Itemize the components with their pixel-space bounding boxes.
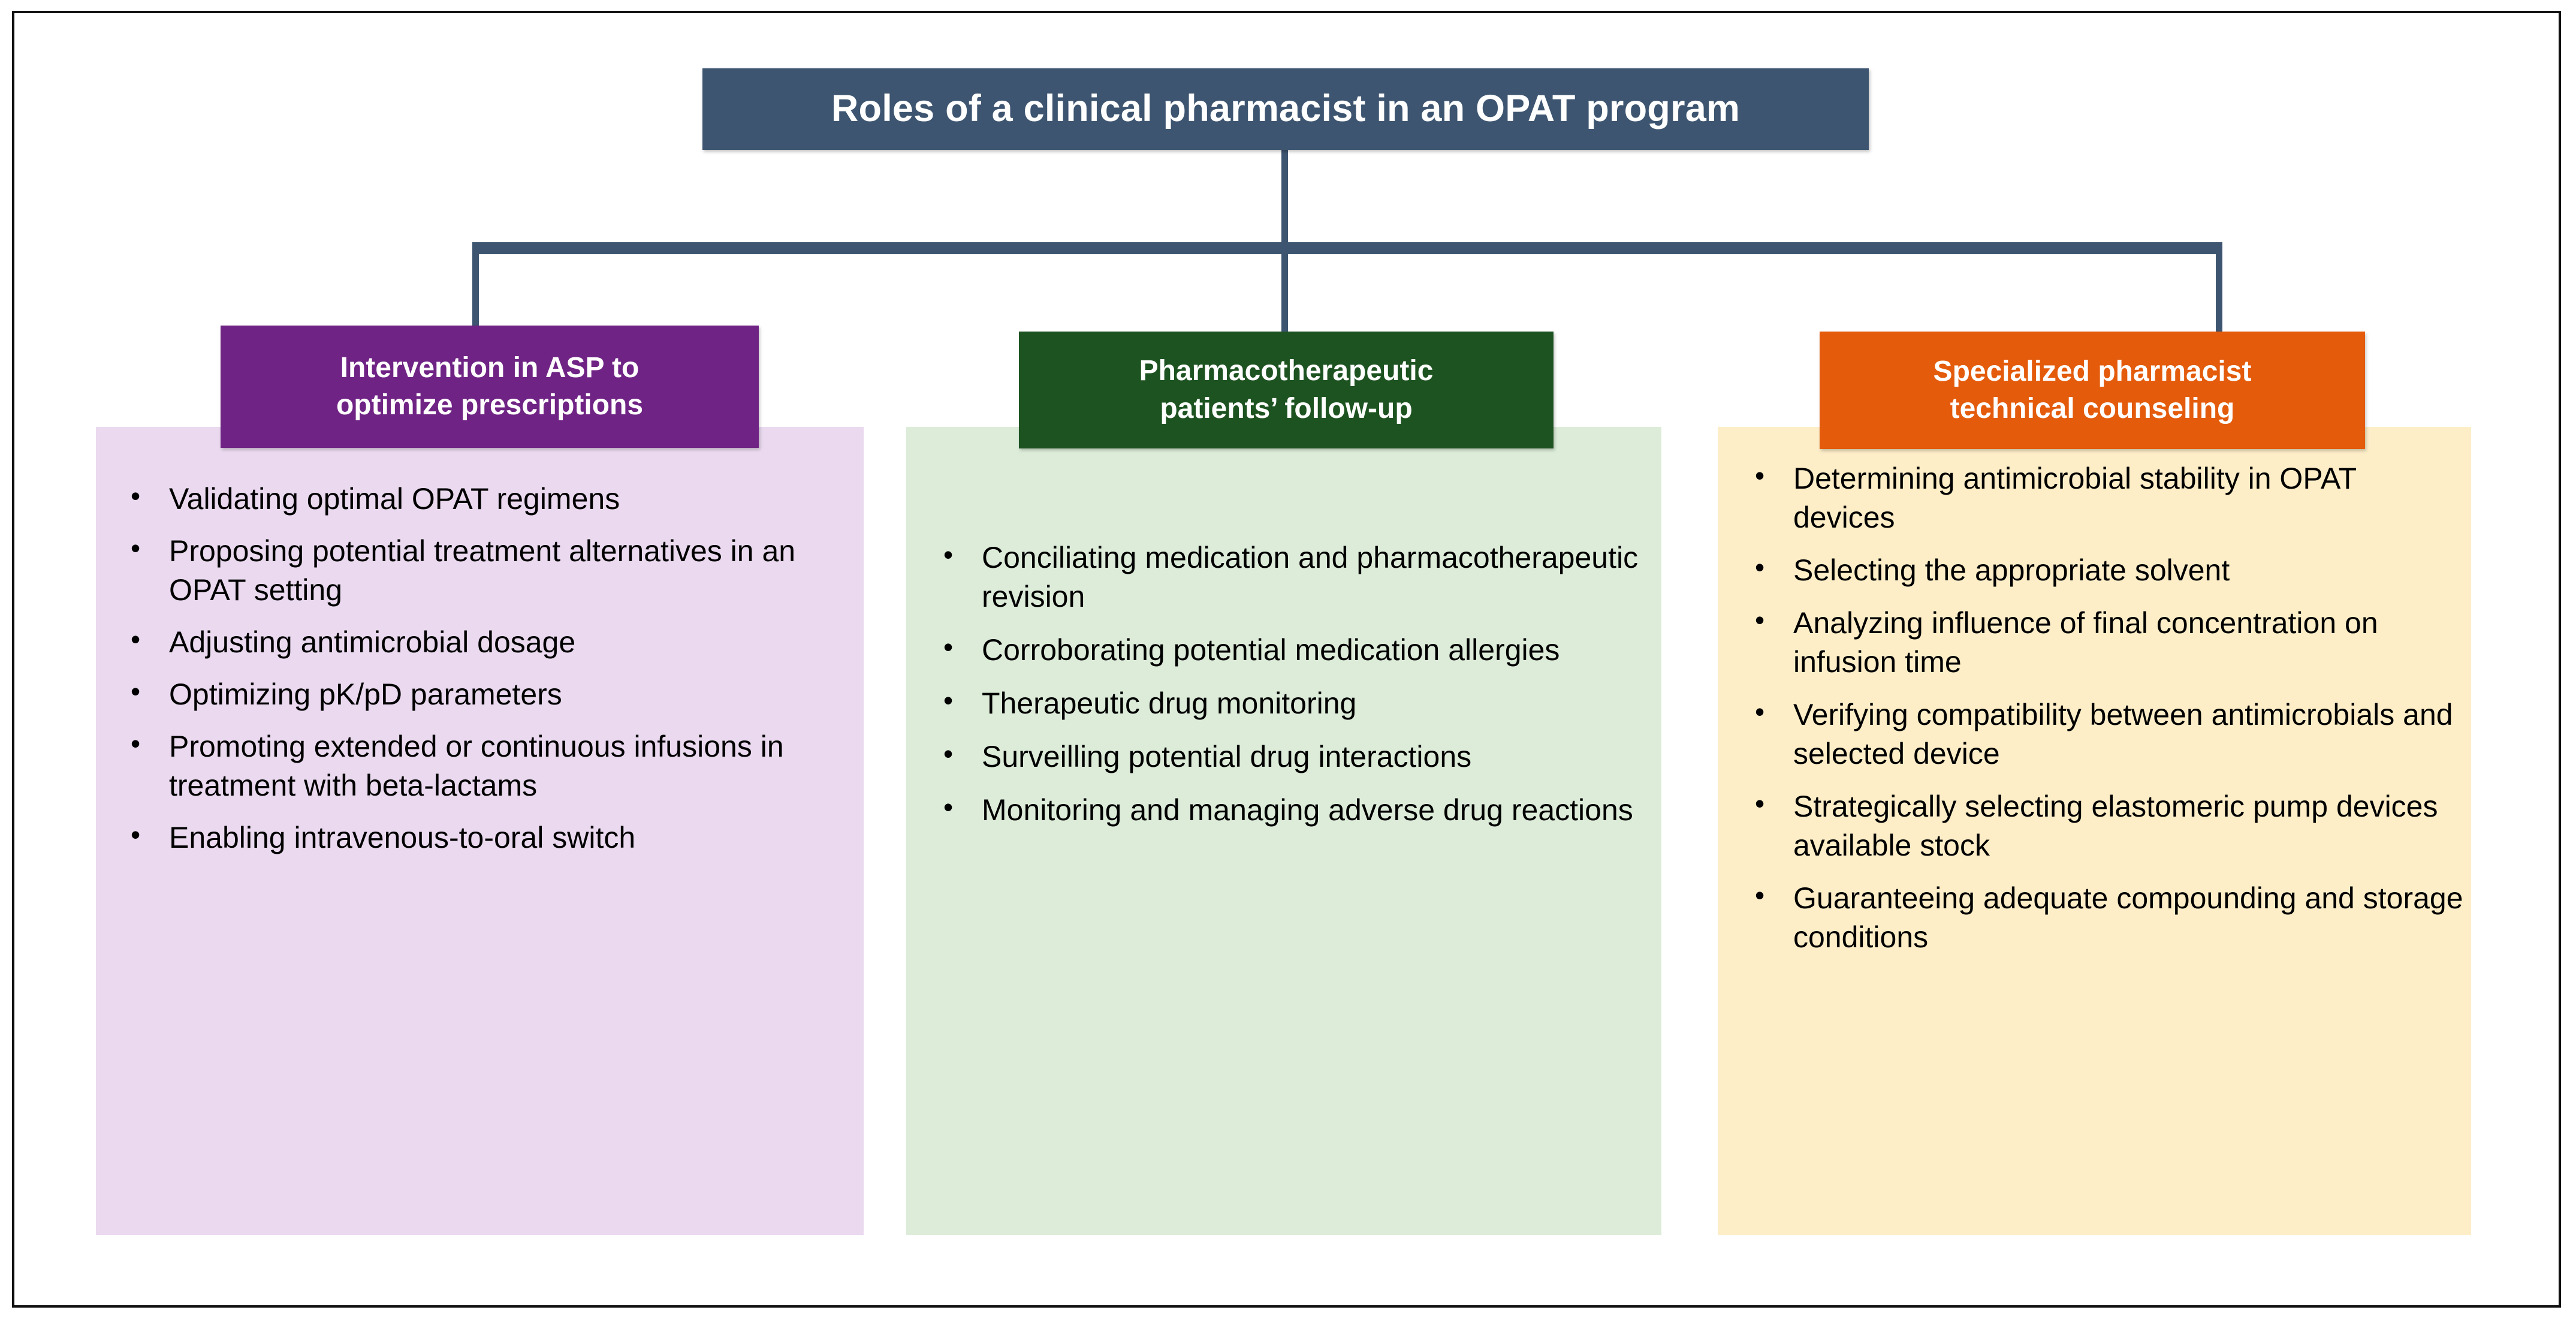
column-2-header-box: Pharmacotherapeutic patients’ follow-up [1019, 332, 1554, 448]
list-item: Therapeutic drug monitoring [930, 683, 1646, 723]
column-3-bullet-list: Determining antimicrobial stability in O… [1742, 458, 2464, 971]
list-item: Analyzing influence of final concentrati… [1742, 603, 2464, 682]
connector-stem-from-title [1281, 149, 1288, 248]
list-item: Selecting the appropriate solvent [1742, 550, 2464, 590]
list-item: Proposing potential treatment alternativ… [117, 531, 849, 610]
list-item: Corroborating potential medication aller… [930, 630, 1646, 670]
outer-frame-border [12, 11, 2561, 1308]
list-item: Surveilling potential drug interactions [930, 736, 1646, 776]
list-item: Guaranteeing adequate compounding and st… [1742, 878, 2464, 957]
list-item: Adjusting antimicrobial dosage [117, 622, 849, 662]
list-item: Monitoring and managing adverse drug rea… [930, 790, 1646, 830]
list-item: Verifying compatibility between antimicr… [1742, 694, 2464, 773]
column-2-bullet-list: Conciliating medication and pharmacother… [930, 537, 1646, 844]
list-item: Conciliating medication and pharmacother… [930, 537, 1646, 616]
list-item: Validating optimal OPAT regimens [117, 478, 849, 519]
connector-horizontal-bar [472, 242, 2222, 254]
connector-drop-to-column-1 [472, 248, 479, 329]
list-item: Enabling intravenous-to-oral switch [117, 817, 849, 857]
column-1-header-text: Intervention in ASP to optimize prescrip… [336, 351, 644, 421]
diagram-title-box: Roles of a clinical pharmacist in an OPA… [702, 68, 1869, 150]
column-3-header-box: Specialized pharmacist technical counsel… [1820, 332, 2365, 449]
connector-drop-to-column-2 [1281, 248, 1288, 335]
connector-drop-to-column-3 [2216, 248, 2222, 335]
list-item: Strategically selecting elastomeric pump… [1742, 786, 2464, 865]
list-item: Optimizing pK/pD parameters [117, 674, 849, 714]
diagram-title-text: Roles of a clinical pharmacist in an OPA… [831, 88, 1741, 130]
list-item: Promoting extended or continuous infusio… [117, 726, 849, 805]
column-1-bullet-list: Validating optimal OPAT regimens Proposi… [117, 478, 849, 871]
list-item: Determining antimicrobial stability in O… [1742, 458, 2464, 537]
column-2-header-text: Pharmacotherapeutic patients’ follow-up [1139, 355, 1434, 424]
column-3-header-text: Specialized pharmacist technical counsel… [1933, 355, 2252, 424]
column-1-header-box: Intervention in ASP to optimize prescrip… [221, 326, 759, 448]
